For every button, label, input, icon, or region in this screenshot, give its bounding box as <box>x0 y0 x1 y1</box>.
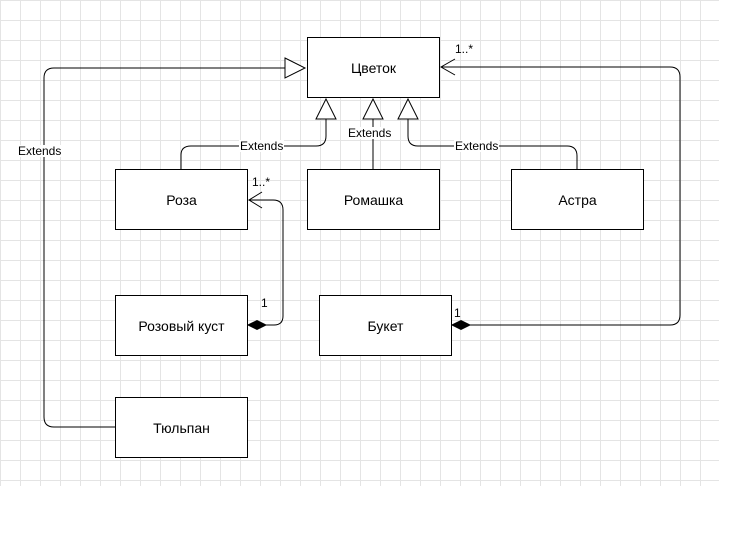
composition-diamond-rosebush <box>246 319 268 331</box>
label-extends-chamomile: Extends <box>347 126 393 140</box>
class-rose-bush[interactable]: Розовый куст <box>115 295 248 356</box>
inherit-arrowhead-tulip <box>284 57 307 79</box>
label-extends-rose: Extends <box>239 139 285 153</box>
multiplicity-flower-many: 1..* <box>455 42 474 56</box>
multiplicity-rose-many: 1..* <box>252 175 271 189</box>
inherit-arrowhead-rose <box>315 97 337 120</box>
class-bouquet[interactable]: Букет <box>319 295 452 356</box>
open-arrowhead-flower <box>439 58 456 76</box>
class-chamomile[interactable]: Ромашка <box>307 169 440 230</box>
inherit-arrowhead-chamomile <box>362 97 384 120</box>
composition-diamond-bouquet <box>450 319 472 331</box>
label-extends-aster: Extends <box>454 139 500 153</box>
class-flower[interactable]: Цветок <box>307 37 440 98</box>
class-tulip[interactable]: Тюльпан <box>115 397 248 458</box>
label-extends-tulip: Extends <box>17 144 63 158</box>
class-rose[interactable]: Роза <box>115 169 248 230</box>
edge-rosebush-rose <box>249 199 284 326</box>
multiplicity-rosebush-one: 1 <box>261 296 268 310</box>
edge-bouquet-flower <box>441 66 681 326</box>
class-aster[interactable]: Астра <box>511 169 644 230</box>
edge-tulip-flower <box>43 67 285 428</box>
inherit-arrowhead-aster <box>397 97 419 120</box>
multiplicity-bouquet-one: 1 <box>454 306 461 320</box>
open-arrowhead-rose <box>248 191 263 209</box>
